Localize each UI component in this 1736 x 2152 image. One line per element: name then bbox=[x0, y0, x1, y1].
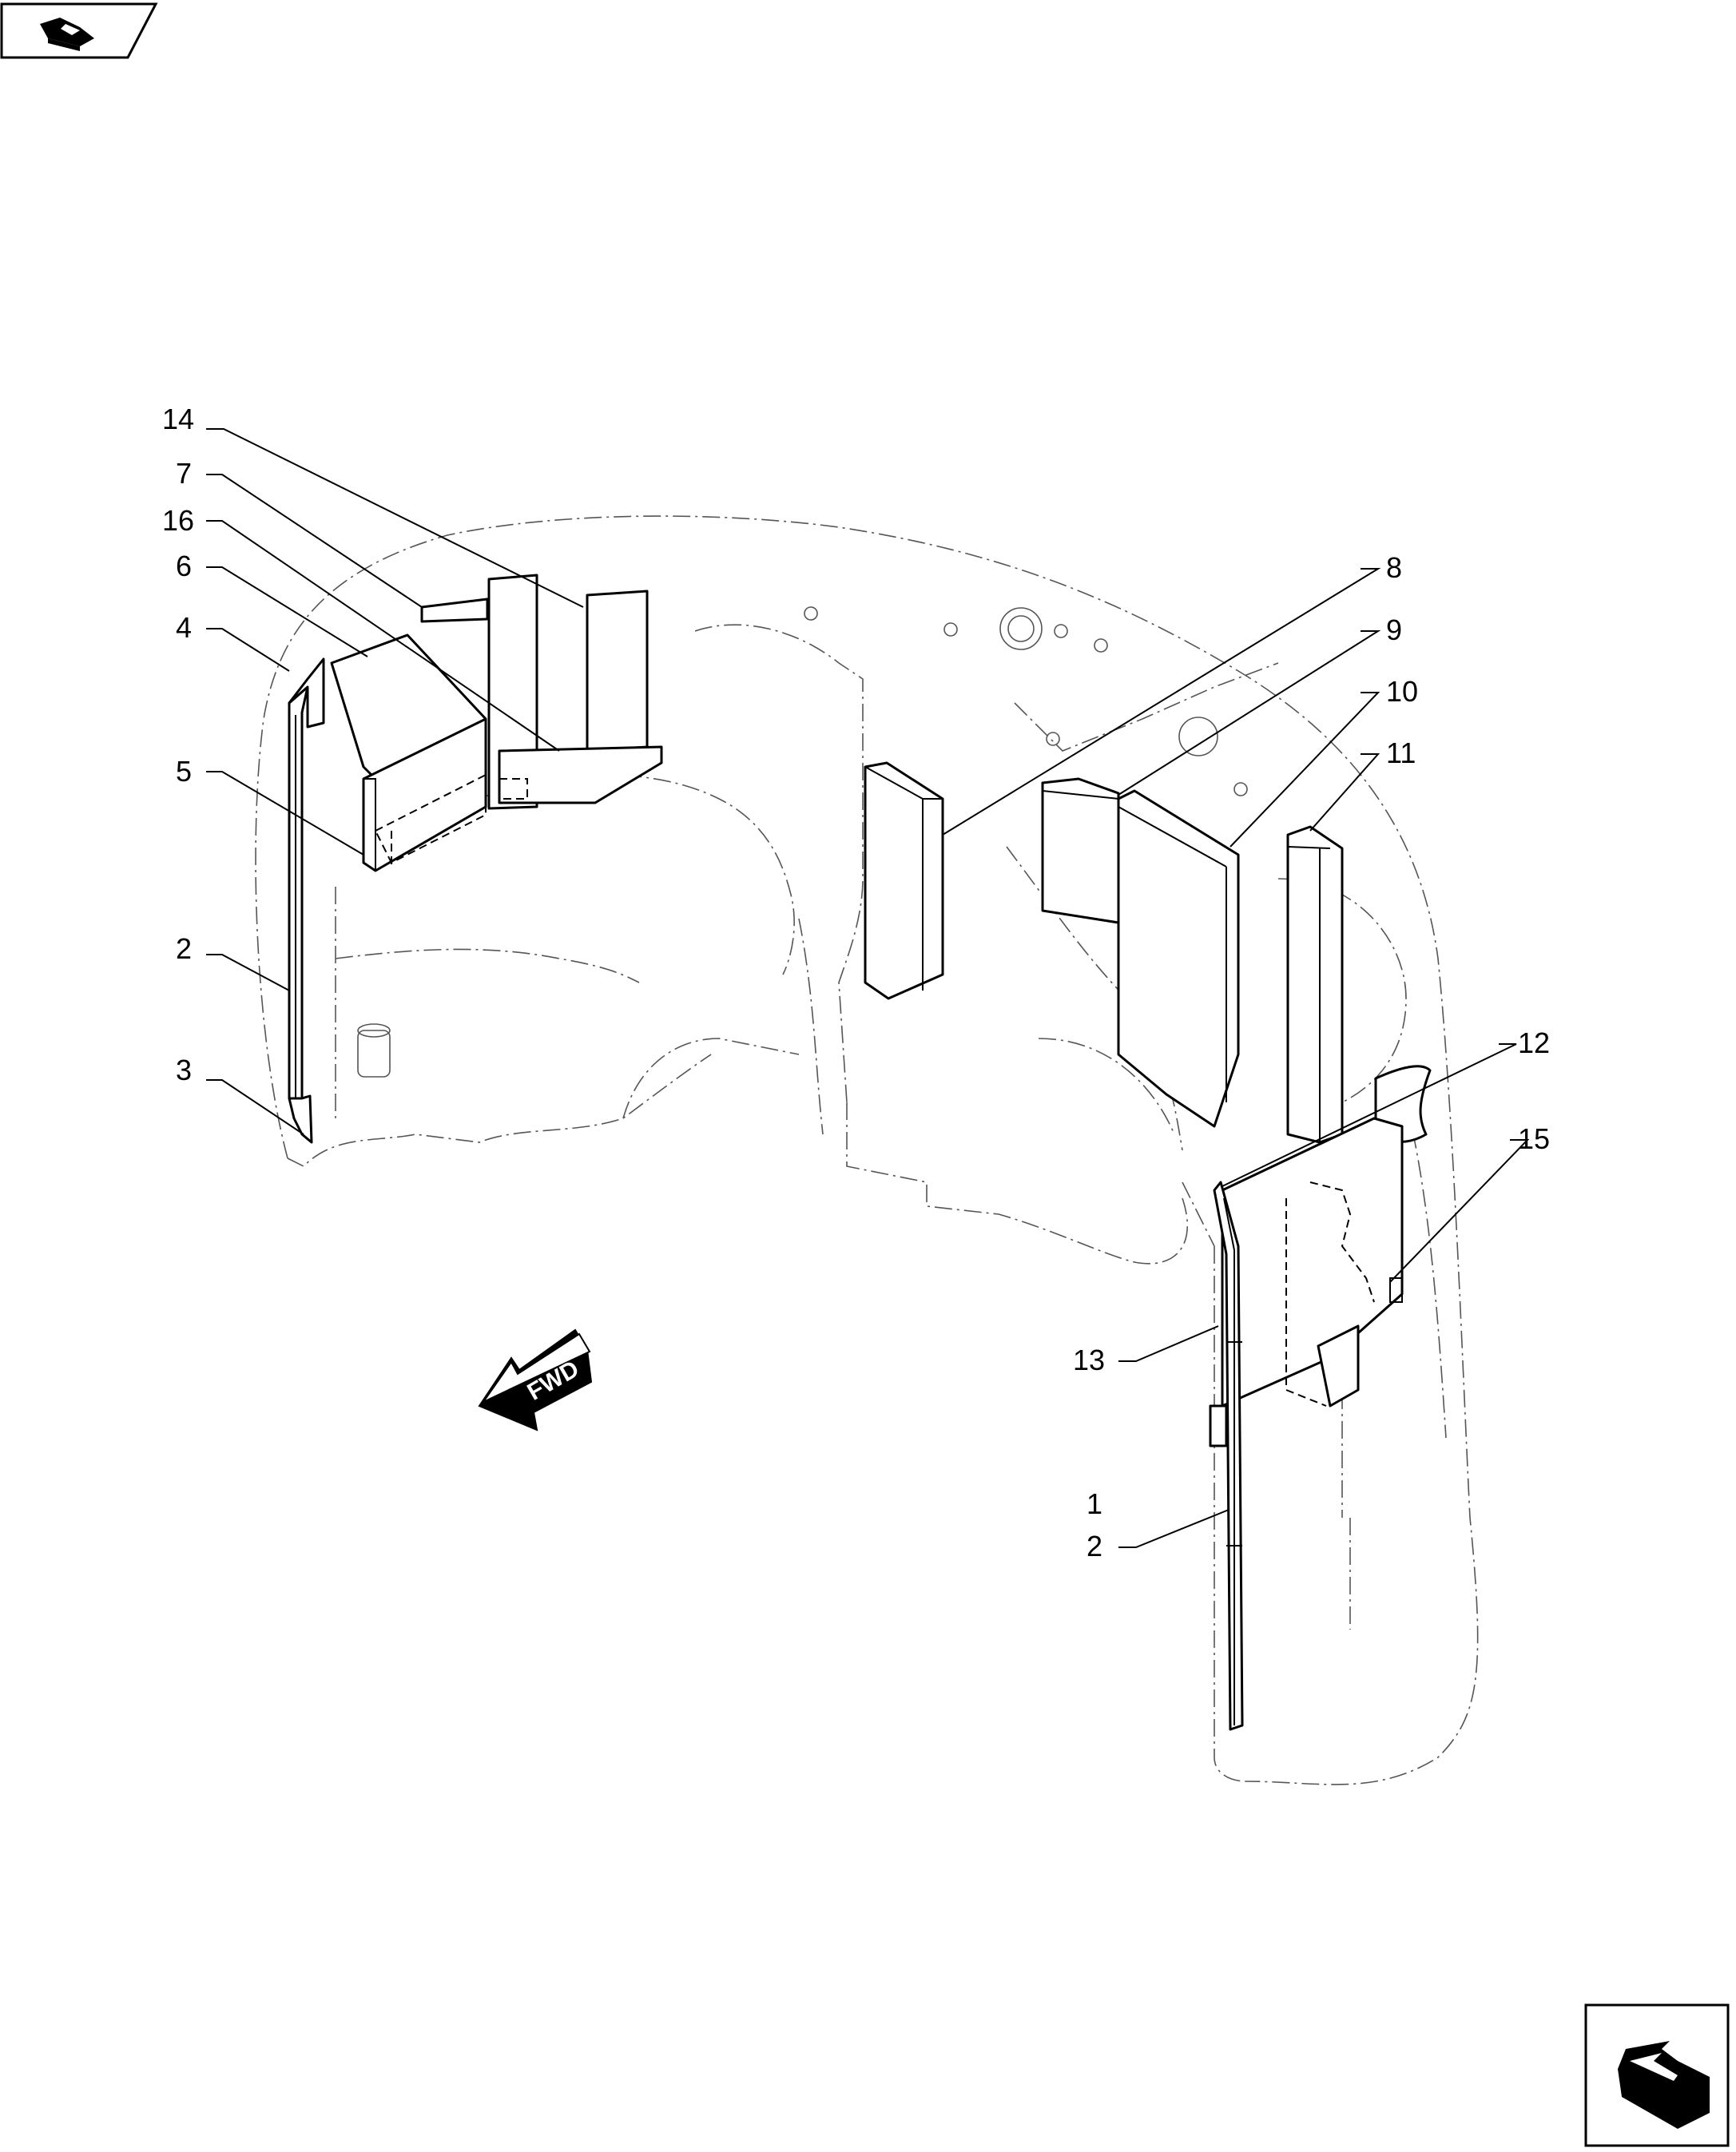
callout-8: 8 bbox=[1386, 551, 1402, 584]
machine-detail-bolts bbox=[357, 606, 1248, 1078]
callout-10: 10 bbox=[1386, 675, 1418, 708]
leader-lines bbox=[206, 428, 1530, 1548]
part-left-vertical-seal bbox=[288, 657, 325, 1144]
part-pad-9 bbox=[1041, 777, 1120, 924]
callout-2-left: 2 bbox=[176, 932, 192, 965]
callout-12: 12 bbox=[1518, 1026, 1550, 1059]
page-back-arrow-icon bbox=[40, 18, 94, 51]
callout-16: 16 bbox=[162, 504, 194, 537]
part-panel-10 bbox=[1117, 789, 1240, 1128]
callout-15: 15 bbox=[1518, 1122, 1550, 1155]
callout-5: 5 bbox=[176, 755, 192, 788]
callout-4: 4 bbox=[176, 611, 192, 644]
callout-2-right: 2 bbox=[1086, 1530, 1102, 1562]
part-rail-11 bbox=[1286, 825, 1344, 1144]
callout-3: 3 bbox=[176, 1054, 192, 1086]
callout-14: 14 bbox=[162, 403, 194, 435]
callout-11: 11 bbox=[1386, 737, 1416, 769]
part-lower-right-assembly bbox=[1221, 1065, 1432, 1408]
page-forward-nav-badge[interactable] bbox=[1584, 2003, 1730, 2147]
callout-13: 13 bbox=[1073, 1344, 1105, 1376]
callout-1: 1 bbox=[1086, 1487, 1102, 1520]
callout-9: 9 bbox=[1386, 613, 1402, 646]
callout-numbers: 14 7 16 6 4 5 2 3 8 9 10 11 12 15 13 1 2 bbox=[162, 403, 1550, 1562]
forward-direction-arrow: FWD bbox=[478, 1328, 593, 1431]
part-center-block-8 bbox=[864, 761, 944, 1000]
page-forward-arrow-icon bbox=[1618, 2041, 1710, 2129]
callout-7: 7 bbox=[176, 457, 192, 490]
page-back-nav-badge[interactable] bbox=[0, 2, 158, 59]
part-upper-left-block bbox=[330, 633, 487, 872]
part-lower-right-strip bbox=[1209, 1181, 1244, 1731]
callout-6: 6 bbox=[176, 550, 192, 582]
part-upper-brackets bbox=[420, 574, 663, 810]
